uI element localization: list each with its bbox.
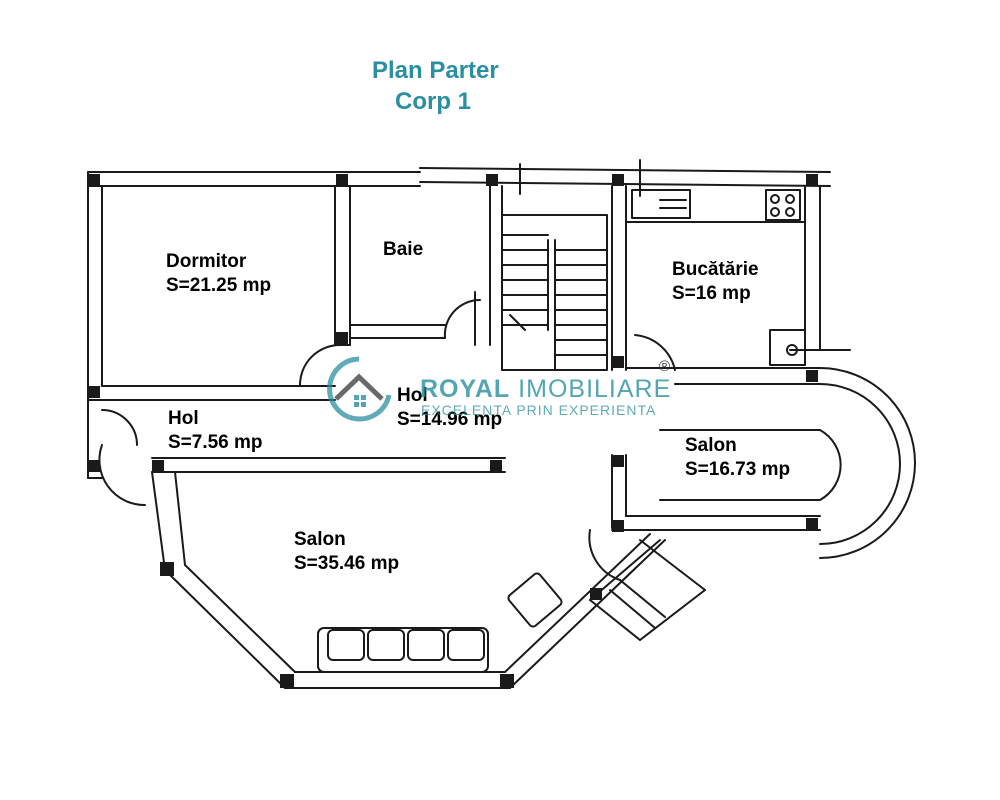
room-name: Hol [397,385,428,406]
brand-strong: ROYAL [420,375,511,403]
dormitor-baie-partition [334,185,351,346]
room-label-bucatarie: Bucătărie S=16 mp [672,258,759,306]
brand-light: IMOBILIARE [518,375,672,403]
staircase [501,214,608,371]
registered-mark-icon: ® [659,358,672,375]
sofa [317,627,489,673]
kitchen-walls [611,185,851,371]
curved-salon-walls [588,367,916,581]
room-label-hol-entrance: Hol S=7.56 mp [168,407,263,455]
wall-posts [88,174,818,688]
plan-title: Plan Parter [372,57,499,84]
room-area: S=7.56 mp [168,432,263,453]
room-name: Salon [685,435,737,456]
room-label-hol-central: Hol S=14.96 mp [397,384,502,432]
room-area: S=35.46 mp [294,553,400,574]
room-name: Salon [294,529,346,550]
left-outer-wall [87,171,336,401]
room-label-dormitor: Dormitor S=21.25 mp [166,250,271,298]
room-label-baie: Baie [383,238,423,262]
room-label-salon-large: Salon S=35.46 mp [294,528,399,576]
watermark-slogan: EXCELENTA PRIN EXPERIENTA [421,402,657,418]
room-name: Dormitor [166,251,247,272]
royal-imobiliare-logo-icon [327,356,392,422]
armchair [507,572,563,628]
room-area: S=14.96 mp [397,409,503,430]
room-name: Baie [383,239,424,260]
hall-walls [87,367,821,507]
room-name: Bucătărie [672,259,759,280]
room-name: Hol [168,408,199,429]
top-outer-wall [87,159,831,197]
room-area: S=16.73 mp [685,459,791,480]
room-area: S=21.25 mp [166,275,272,296]
room-label-salon-curved: Salon S=16.73 mp [685,434,790,482]
plan-subtitle: Corp 1 [395,88,472,115]
watermark-brand: ROYAL IMOBILIARE [420,375,671,404]
large-salon-walls [151,471,706,689]
room-area: S=16 mp [672,283,751,304]
